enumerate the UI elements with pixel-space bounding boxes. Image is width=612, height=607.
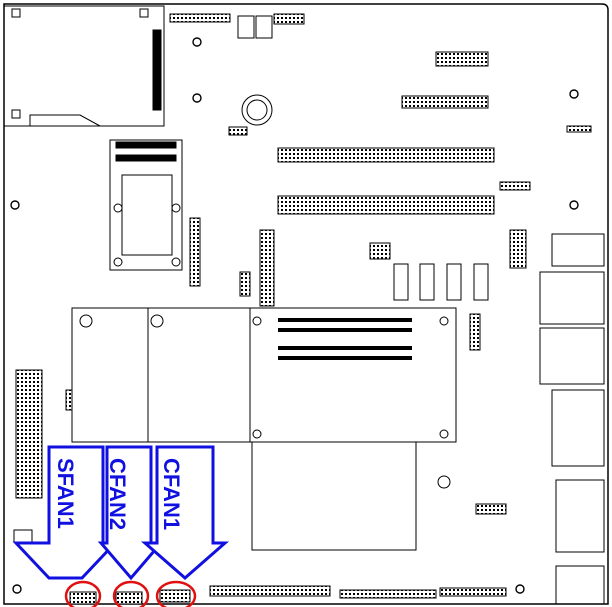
pci-slot-1	[277, 147, 495, 163]
arrow-cfan1	[141, 445, 229, 580]
header-h	[469, 313, 481, 351]
vertical-connector-4	[369, 242, 391, 260]
fan-header-cfan2	[115, 591, 143, 605]
battery-icon	[241, 94, 273, 126]
label-cfan1: CFAN1	[159, 458, 184, 530]
usb-header-pair	[237, 15, 273, 39]
header-a	[435, 51, 489, 67]
header-d	[228, 126, 248, 136]
callout-arrows	[12, 445, 229, 581]
bottom-header-2	[339, 589, 437, 599]
sata-connectors	[393, 263, 489, 301]
highlight-circles	[64, 580, 197, 607]
label-sfan1: SFAN1	[53, 458, 78, 529]
small-header-e	[499, 181, 531, 191]
label-cfan2: CFAN2	[105, 458, 130, 530]
arrow-sfan1	[12, 445, 119, 580]
mounting-hole-icon	[10, 37, 579, 594]
fan-header-sfan1	[69, 591, 97, 605]
cpu-heatsink-area	[71, 307, 457, 551]
mini-pcie-module	[109, 139, 183, 271]
vertical-connector-2	[259, 229, 275, 307]
header-c	[566, 125, 592, 133]
vertical-connector-1	[189, 217, 201, 287]
card-module	[3, 5, 165, 127]
rear-io-ports	[539, 233, 605, 605]
atx-power-connector	[15, 369, 43, 499]
vertical-connector-3	[239, 271, 251, 297]
header-f	[509, 229, 527, 269]
top-header-connector	[169, 13, 231, 23]
header-i	[475, 503, 507, 515]
small-header-g	[65, 389, 73, 411]
pci-slot-2	[277, 195, 495, 215]
header-b	[401, 95, 489, 109]
memory-slots	[278, 318, 412, 360]
front-panel-header	[273, 13, 305, 25]
fan-header-cfan1	[159, 589, 191, 603]
bottom-header-1	[209, 585, 331, 597]
bottom-header-3	[439, 587, 507, 597]
